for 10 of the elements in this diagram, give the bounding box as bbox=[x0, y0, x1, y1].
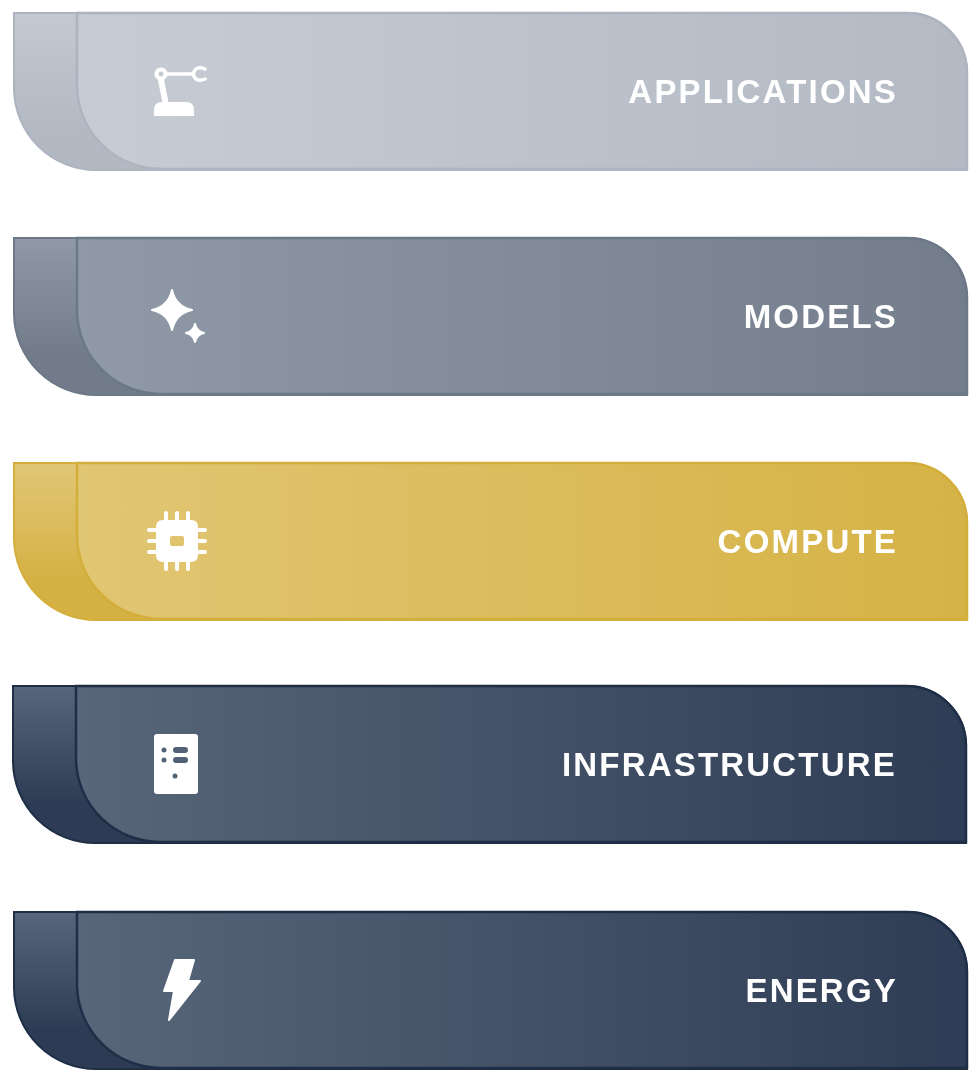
layer-band bbox=[13, 911, 968, 1070]
layer-band bbox=[13, 12, 968, 171]
layer-label: ENERGY bbox=[745, 970, 898, 1011]
layer-band bbox=[12, 685, 967, 844]
layer-label: APPLICATIONS bbox=[628, 71, 898, 112]
layer-label: MODELS bbox=[743, 296, 898, 337]
layer-band bbox=[13, 462, 968, 621]
layer-label: COMPUTE bbox=[717, 521, 898, 562]
layer-label: INFRASTRUCTURE bbox=[561, 744, 897, 785]
layer-band bbox=[13, 237, 968, 396]
